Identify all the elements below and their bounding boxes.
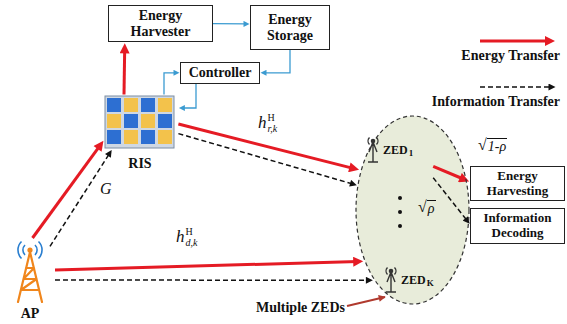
figure-label: RIS <box>100 156 180 172</box>
box-label: Information Decoding <box>475 211 560 240</box>
subscript: r,k <box>268 123 278 134</box>
output-box: Energy Harvesting <box>470 166 565 201</box>
information-arrow <box>178 134 353 185</box>
box-label: Energy Harvester <box>113 8 208 39</box>
legend-item: Energy Transfer <box>420 34 560 64</box>
box-label: Energy Harvesting <box>475 169 560 198</box>
ap-waves <box>18 242 42 259</box>
channel-label: G <box>100 180 112 198</box>
output-box: Information Decoding <box>470 208 565 244</box>
cluster-ellipse <box>356 116 469 304</box>
module-box: Energy Harvester <box>108 5 213 42</box>
math-label: √1-ρ <box>478 136 507 154</box>
script-stack: Hd,k <box>186 226 198 248</box>
control-arrow <box>213 23 247 24</box>
information-arrow <box>433 178 467 221</box>
module-box: Controller <box>180 62 260 84</box>
energy-arrow <box>33 145 101 238</box>
control-arrow <box>264 50 291 73</box>
radicand: 1-ρ <box>487 138 507 154</box>
box-label: Controller <box>189 65 252 81</box>
math-label: hHr,k <box>258 112 277 134</box>
script-stack: Hr,k <box>268 112 278 134</box>
energy-arrow <box>433 166 464 179</box>
information-arrow <box>55 279 369 281</box>
zed-antenna <box>386 268 396 293</box>
channel-symbol: h <box>258 113 267 133</box>
energy-arrow <box>55 262 358 270</box>
ris-panel <box>105 96 174 148</box>
radical-sign: √ <box>478 136 487 154</box>
ap-tower <box>18 247 42 302</box>
control-arrow <box>182 84 196 108</box>
information-arrow <box>50 153 110 246</box>
legend-swatch <box>478 34 558 48</box>
legend-text: Energy Transfer <box>420 48 560 64</box>
box-label: Energy Storage <box>255 12 325 43</box>
zed-device: ZED1 <box>365 135 427 165</box>
zed-cluster: Multiple ZEDsZED1ZEDK <box>355 115 470 305</box>
energy-arrow <box>123 48 127 94</box>
legend-text: Information Transfer <box>420 94 560 110</box>
subscript: d,k <box>186 237 198 248</box>
leader-arrow <box>347 297 385 306</box>
legend-line <box>480 86 552 88</box>
math-label: √ρ <box>418 198 436 216</box>
math-label: hHd,k <box>176 226 197 248</box>
ellipsis-dots <box>398 196 402 228</box>
superscript: H <box>186 226 198 237</box>
zed-device: ZEDK <box>383 265 445 295</box>
device-name: ZED <box>401 273 426 287</box>
channel-symbol: h <box>176 227 185 247</box>
figure-label: AP <box>5 306 55 322</box>
control-arrow <box>164 73 177 95</box>
module-box: Energy Storage <box>250 5 330 50</box>
ap-node: AP <box>5 238 55 322</box>
legend-swatch <box>478 80 558 94</box>
cluster-caption: Multiple ZEDs <box>240 300 345 316</box>
device-index: 1 <box>409 146 414 160</box>
superscript: H <box>268 112 278 123</box>
device-index: K <box>427 276 434 290</box>
cluster-fill <box>356 116 469 304</box>
legend-line <box>480 40 550 43</box>
radicand: ρ <box>427 200 436 216</box>
device-name: ZED <box>383 143 408 157</box>
legend-item: Information Transfer <box>420 80 560 110</box>
radical-sign: √ <box>418 198 427 216</box>
ris-node: RIS <box>100 92 180 172</box>
